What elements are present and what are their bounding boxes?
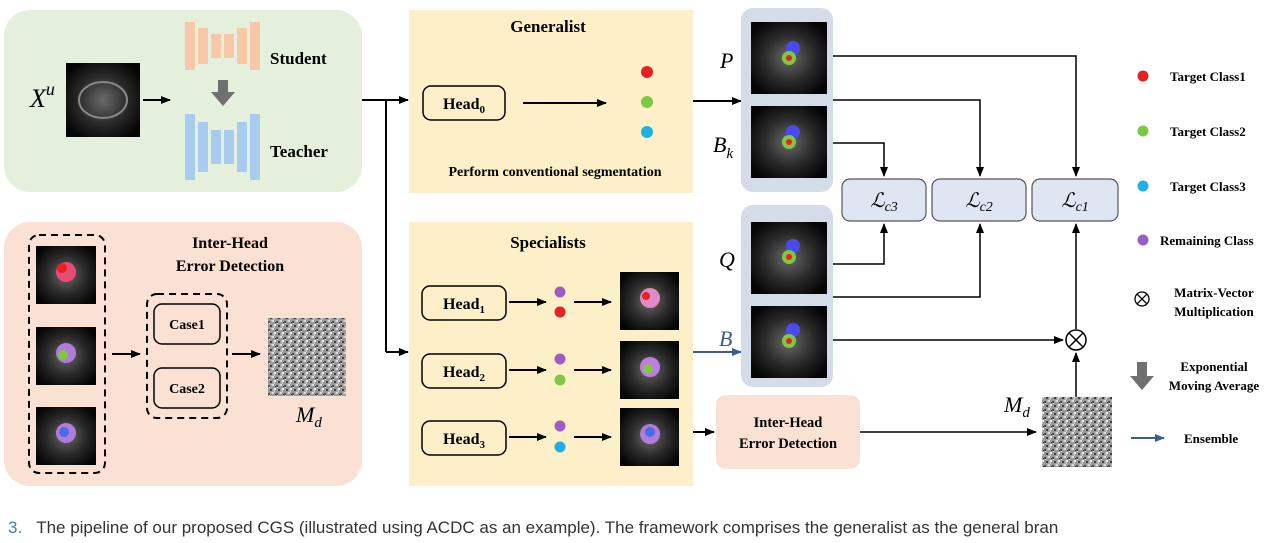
- q-label: Q: [719, 247, 735, 272]
- ema-arrow-icon: [211, 80, 235, 106]
- head3-class3-dot: [554, 441, 566, 453]
- head2-prediction-image: [36, 327, 96, 385]
- b-label: B: [719, 326, 732, 351]
- legend-mv-line2: Multiplication: [1174, 304, 1254, 319]
- arrow-q-to-lc2: [833, 223, 984, 298]
- error-detection-box: [716, 395, 860, 469]
- pipeline-diagram: Xu Student Teacher: [4, 8, 1259, 486]
- b-prediction-image: [751, 306, 827, 378]
- legend: Target Class1 Target Class2 Target Class…: [1130, 69, 1259, 446]
- class2-dot: [641, 96, 653, 108]
- teacher-label: Teacher: [270, 142, 328, 161]
- class1-dot: [641, 66, 653, 78]
- case2-label: Case2: [169, 382, 205, 397]
- legend-ema-line2: Moving Average: [1169, 378, 1260, 393]
- arrow-q-to-lc3: [833, 223, 888, 265]
- figure-caption: 3. The pipeline of our proposed CGS (illu…: [0, 513, 1280, 543]
- head3-prediction-image: [36, 407, 96, 465]
- md-mask-image: [1042, 397, 1112, 467]
- legend-class2-dot: [1137, 125, 1149, 137]
- head2-class2-dot: [554, 374, 566, 386]
- specialists-title: Specialists: [510, 233, 586, 252]
- head3-remaining-dot: [554, 420, 566, 432]
- p-prediction-image: [751, 22, 827, 94]
- teacher-network-icon: [185, 114, 260, 180]
- legend-class1-label: Target Class1: [1170, 69, 1246, 84]
- legend-multiply-icon: [1134, 291, 1150, 307]
- matrix-vector-multiply-icon: [1065, 329, 1087, 351]
- p-label: P: [719, 48, 733, 73]
- arrow-p-to-lc1: [833, 55, 1080, 177]
- arrow-p-to-lc2: [833, 99, 984, 177]
- case1-label: Case1: [169, 318, 205, 333]
- head0-box[interactable]: [422, 85, 506, 121]
- input-image: [66, 63, 140, 137]
- head2-output-image: [620, 341, 679, 399]
- head3-box[interactable]: [421, 420, 507, 456]
- figure-number: 3.: [8, 518, 23, 537]
- bk-prediction-image: [751, 106, 827, 178]
- error-panel-title-line2: Error Detection: [176, 258, 284, 275]
- error-panel-title-line1: Inter-Head: [192, 235, 268, 252]
- generalist-title: Generalist: [510, 17, 586, 36]
- arrow-bk-to-lc3: [833, 142, 888, 177]
- head1-output-image: [620, 272, 679, 330]
- legend-ensemble-label: Ensemble: [1184, 431, 1238, 446]
- class3-dot: [641, 126, 653, 138]
- legend-ema-icon: [1130, 362, 1154, 390]
- error-mask-image: [268, 318, 346, 396]
- case2-box: [153, 367, 221, 409]
- head1-remaining-dot: [554, 286, 566, 298]
- head1-prediction-image: [36, 246, 96, 304]
- head1-label: Head1: [443, 296, 485, 316]
- head2-box[interactable]: [421, 353, 507, 389]
- head1-box[interactable]: [421, 285, 507, 321]
- loss-c3-box: [841, 178, 927, 222]
- legend-class3-label: Target Class3: [1170, 179, 1246, 194]
- legend-ema-line1: Exponential: [1180, 359, 1248, 374]
- loss-c2-box: [931, 178, 1027, 222]
- legend-remaining-label: Remaining Class: [1160, 233, 1254, 248]
- student-label: Student: [270, 49, 327, 68]
- legend-remaining-dot: [1137, 234, 1149, 246]
- generalist-description: Perform conventional segmentation: [448, 165, 661, 180]
- head3-label: Head3: [443, 431, 485, 451]
- head2-label: Head2: [443, 364, 485, 384]
- student-network-icon: [185, 22, 260, 70]
- error-box-line2: Error Detection: [739, 436, 837, 452]
- head1-class1-dot: [554, 306, 566, 318]
- loss-c2-label: ℒc2: [965, 190, 993, 215]
- legend-class2-label: Target Class2: [1170, 124, 1246, 139]
- legend-class1-dot: [1137, 70, 1149, 82]
- heads-output-group: [28, 234, 106, 474]
- cases-group: [146, 293, 228, 419]
- md-right-label: Md: [1003, 392, 1030, 421]
- input-label: Xu: [29, 79, 55, 113]
- head3-output-image: [620, 408, 679, 466]
- caption-text: The pipeline of our proposed CGS (illust…: [36, 518, 1059, 537]
- case1-box: [153, 303, 221, 345]
- error-mask-label: Md: [295, 402, 322, 431]
- student-teacher-panel: [4, 10, 362, 192]
- loss-c3-label: ℒc3: [870, 190, 898, 215]
- bk-label: Bk: [713, 132, 733, 162]
- error-box-line1: Inter-Head: [754, 415, 823, 431]
- loss-c1-label: ℒc1: [1061, 190, 1089, 215]
- q-prediction-image: [751, 222, 827, 294]
- legend-class3-dot: [1137, 180, 1149, 192]
- legend-mv-line1: Matrix-Vector: [1174, 285, 1254, 300]
- head2-remaining-dot: [554, 353, 566, 365]
- head0-label: Head0: [443, 96, 485, 116]
- loss-c1-box: [1031, 178, 1119, 222]
